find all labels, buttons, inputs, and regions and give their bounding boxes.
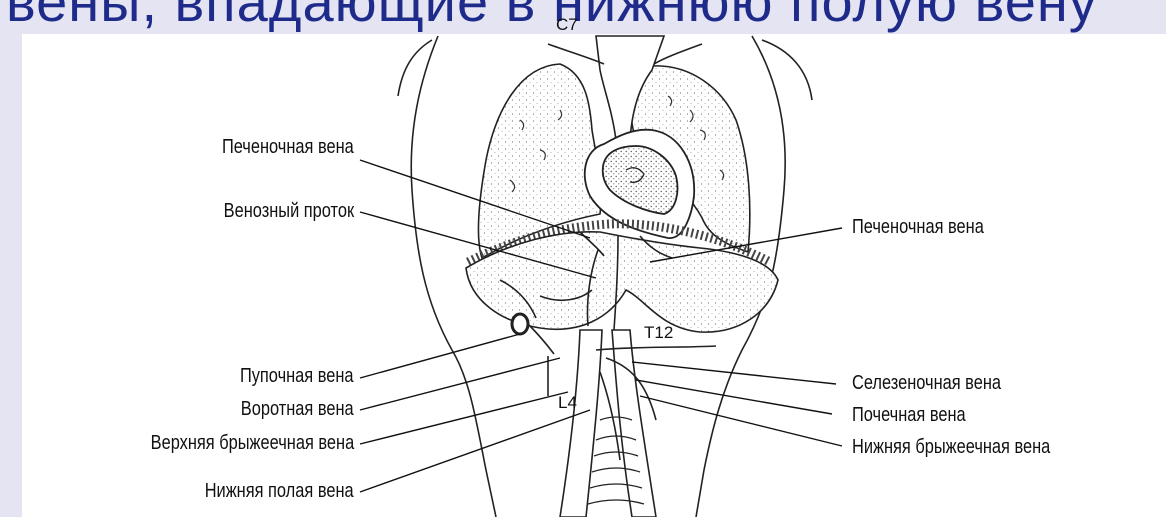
label-renal-vein: Почечная вена — [852, 404, 966, 426]
marker-l4: L4 — [558, 394, 577, 412]
label-portal-vein: Воротная вена — [241, 398, 354, 420]
label-inferior-mesenteric-vein: Нижняя брыжеечная вена — [852, 436, 1050, 458]
vena-cava-and-spine — [512, 314, 716, 517]
label-hepatic-vein-left: Печеночная вена — [222, 136, 354, 158]
umbilical-ring — [512, 314, 528, 334]
label-hepatic-vein-right: Печеночная вена — [852, 216, 984, 238]
marker-t12: T12 — [644, 324, 673, 342]
marker-c7: C7 — [556, 16, 578, 34]
heart — [585, 130, 694, 238]
label-superior-mesenteric-vein: Верхняя брыжеечная вена — [150, 432, 354, 454]
label-umbilical-vein: Пупочная вена — [240, 365, 354, 387]
label-splenic-vein: Селезеночная вена — [852, 372, 1001, 394]
label-ductus-venosus: Венозный проток — [223, 200, 354, 222]
label-inferior-vena-cava: Нижняя полая вена — [205, 480, 354, 502]
